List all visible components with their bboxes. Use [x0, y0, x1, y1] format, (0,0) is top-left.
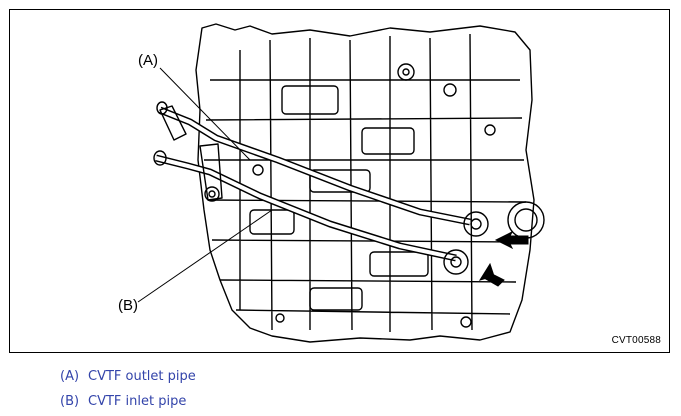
technical-illustration: (A) (B) CVT00588 [9, 9, 670, 353]
pipe-end [156, 101, 168, 115]
case-pocket [361, 127, 415, 155]
case-pocket [309, 169, 371, 193]
banjo-fitting [443, 249, 469, 275]
callout-a-leader [159, 67, 251, 161]
legend-item: (A) CVTF outlet pipe [60, 364, 196, 389]
case-bolt [460, 316, 472, 328]
case-bolt [484, 124, 496, 136]
case-bolt [397, 63, 415, 81]
legend-label: CVTF inlet pipe [88, 394, 187, 409]
legend-item: (B) CVTF inlet pipe [60, 389, 196, 414]
case-bolt [402, 68, 410, 76]
arrow-icon [494, 230, 529, 250]
case-port [514, 208, 538, 232]
case-bolt [275, 313, 285, 323]
legend-key: (B) [60, 394, 80, 409]
case-pocket [309, 287, 363, 311]
figure-code: CVT00588 [611, 335, 661, 346]
callout-label-b: (B) [118, 297, 138, 314]
case-bolt [443, 83, 457, 97]
case-port [507, 201, 545, 239]
legend-label: CVTF outlet pipe [88, 369, 196, 384]
case-rib-grid [204, 33, 527, 332]
callout-label-a: (A) [138, 52, 158, 69]
pipe-clamp [199, 143, 223, 201]
pipe-stub [159, 105, 187, 141]
legend-key: (A) [60, 369, 80, 384]
cvtf-outlet-pipe [158, 106, 471, 226]
clamp-bolt [208, 190, 216, 198]
case-pocket [281, 85, 339, 115]
clamp-bolt [204, 186, 220, 202]
case-pocket [369, 251, 429, 277]
banjo-fitting [470, 218, 482, 230]
pipe-end [153, 150, 167, 166]
banjo-fitting [463, 211, 489, 237]
transmission-drawing [137, 23, 545, 343]
callout-b-leader [137, 209, 273, 303]
transmission-case-outline [195, 23, 535, 343]
arrow-icon [478, 262, 505, 287]
case-bolt [252, 164, 264, 176]
legend: (A) CVTF outlet pipe (B) CVTF inlet pipe [60, 364, 196, 414]
banjo-fitting [450, 256, 462, 268]
